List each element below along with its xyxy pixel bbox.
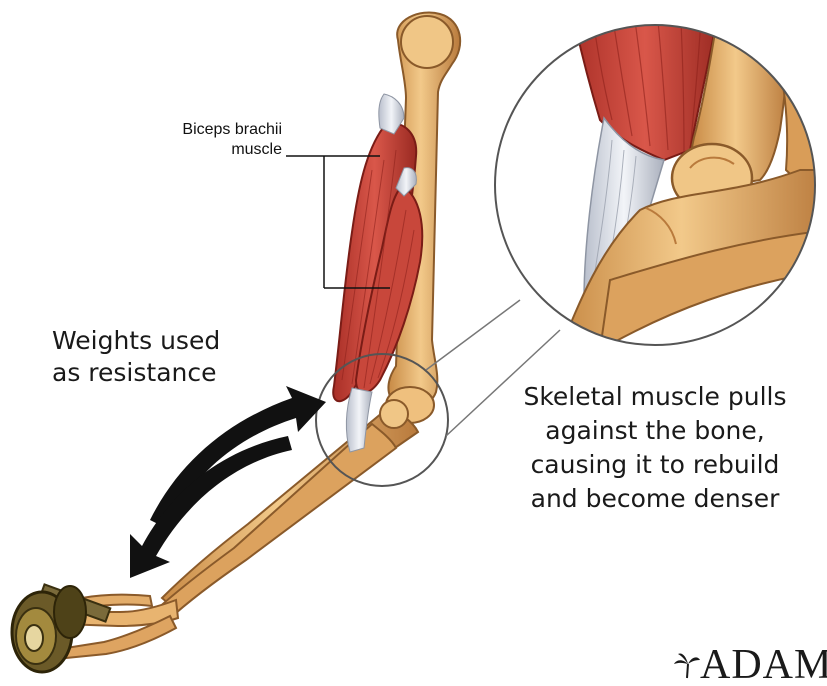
forearm-bones	[156, 400, 418, 620]
biceps-label: Biceps brachii muscle	[120, 120, 282, 160]
palm-tree-icon	[672, 650, 702, 680]
caption-line4: and become denser	[490, 482, 820, 516]
logo-text: ADAM	[700, 644, 827, 682]
weights-label: Weights used as resistance	[52, 325, 292, 389]
biceps-label-line1: Biceps brachii	[120, 120, 282, 140]
caption-line1: Skeletal muscle pulls	[490, 380, 820, 414]
caption-line3: causing it to rebuild	[490, 448, 820, 482]
elbow-zoom-view	[495, 0, 827, 350]
adam-logo: ADAM	[672, 640, 827, 682]
weights-label-line1: Weights used	[52, 325, 292, 357]
caption-line2: against the bone,	[490, 414, 820, 448]
caption-text: Skeletal muscle pulls against the bone, …	[490, 380, 820, 516]
weights-label-line2: as resistance	[52, 357, 292, 389]
biceps-label-line2: muscle	[120, 140, 282, 160]
